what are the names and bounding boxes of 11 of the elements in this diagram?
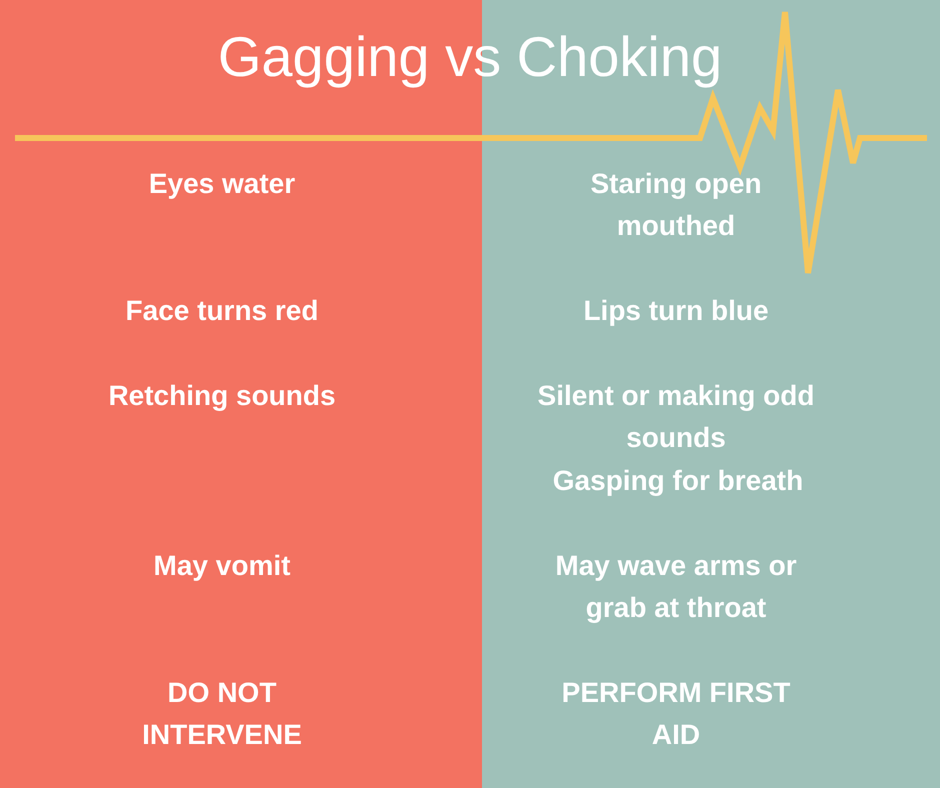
comparison-text: Staring open mouthed — [589, 167, 763, 243]
comparison-text: DO NOT INTERVENE — [141, 676, 303, 752]
comparison-text: Face turns red — [124, 294, 320, 328]
comparison-text: Lips turn blue — [582, 294, 770, 328]
comparison-text: May vomit — [152, 549, 292, 583]
comparison-text: PERFORM FIRST AID — [560, 676, 792, 752]
comparison-text: May wave arms or grab at throat — [554, 549, 798, 625]
comparison-text: Retching sounds — [107, 379, 337, 413]
comparison-text: Eyes water — [148, 167, 296, 201]
comparison-text: Silent or making odd sounds — [536, 379, 816, 455]
comparison-text: Gasping for breath — [552, 464, 804, 498]
